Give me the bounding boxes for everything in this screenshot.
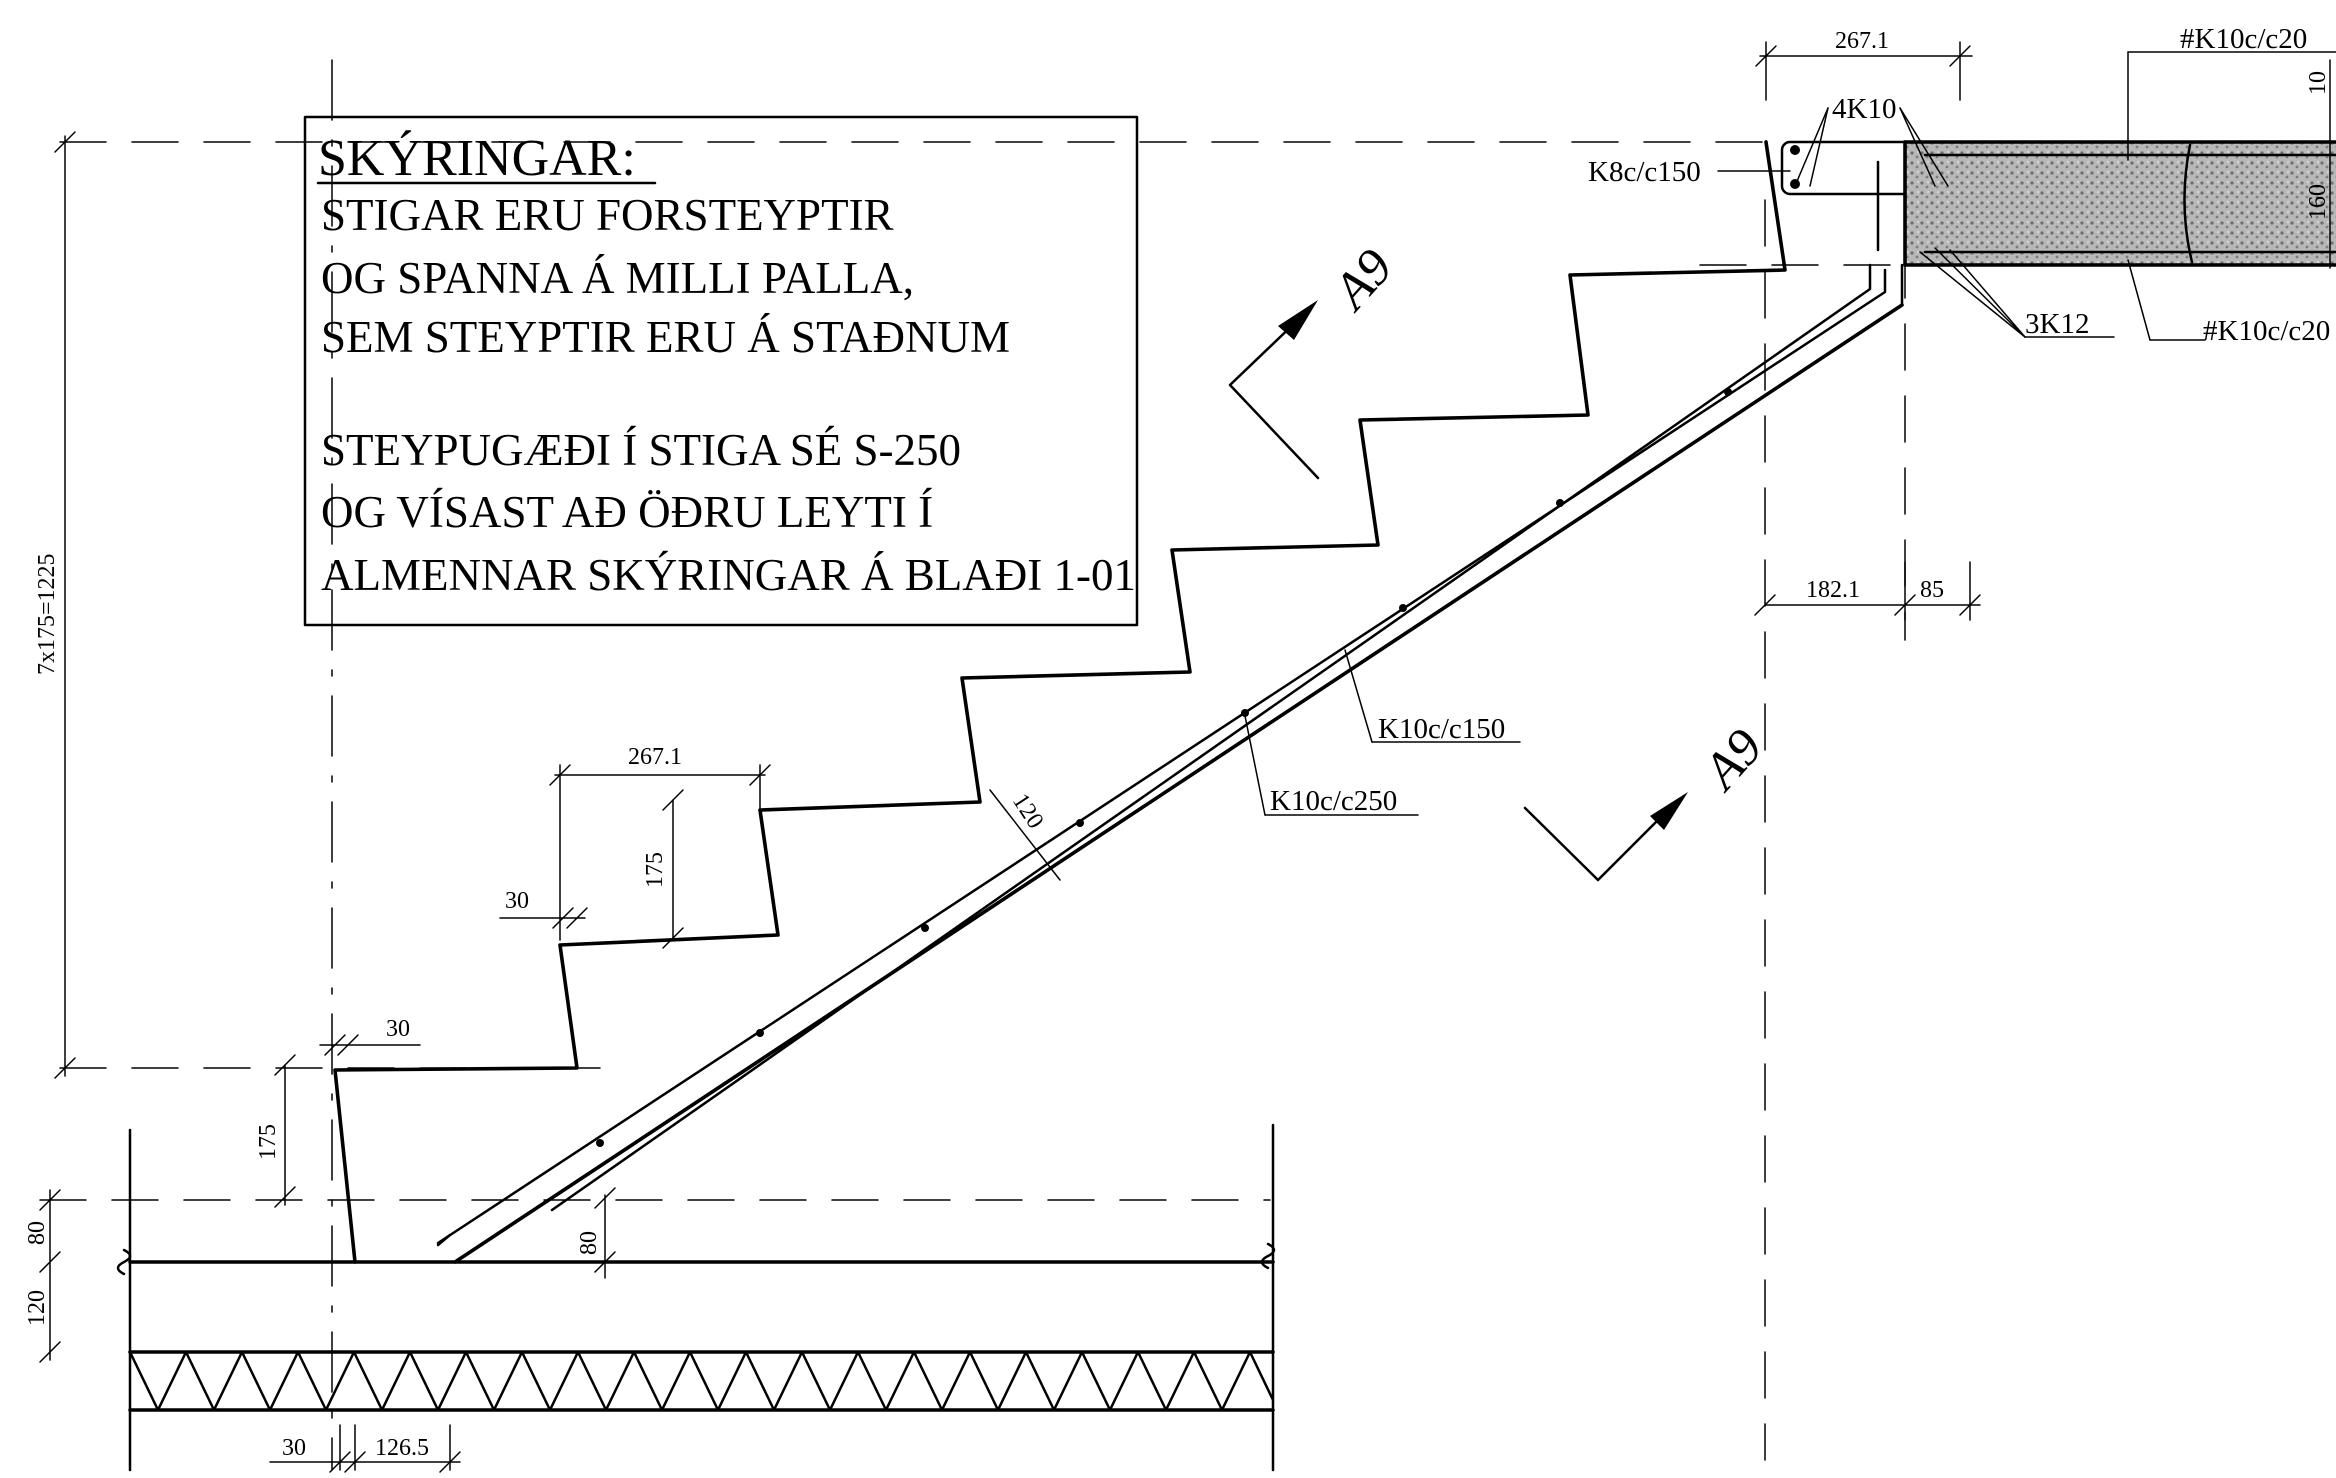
- section-label-upper: A9: [1321, 239, 1404, 322]
- dim-base-30: 30: [282, 1435, 306, 1461]
- notes-title: SKÝRINGAR:: [318, 129, 636, 187]
- dimension-lines: 267.1 10 160 182.1 85 7x175=1225 267.1 1…: [24, 28, 2331, 1473]
- label-k10-c250: K10c/c250: [1270, 785, 1397, 817]
- notes-line-3: SEM STEYPTIR ERU Á STAÐNUM: [321, 312, 1010, 362]
- dim-riser: 175: [642, 852, 668, 888]
- stair-profile: [333, 140, 1904, 1264]
- section-label-lower: A9: [1691, 719, 1774, 802]
- dim-slab-bottom: 120: [24, 1290, 50, 1326]
- dim-anchor: 80: [576, 1231, 602, 1255]
- dim-total-height: 7x175=1225: [34, 553, 60, 675]
- landing-slab: [1903, 140, 2336, 267]
- notes-line-2: OG SPANNA Á MILLI PALLA,: [321, 253, 914, 303]
- label-4k10: 4K10: [1832, 93, 1896, 125]
- label-k10-c150: K10c/c150: [1378, 713, 1505, 745]
- rebar-dot: [1790, 179, 1800, 189]
- section-marker-lower: A9: [1523, 719, 1774, 882]
- label-k8: K8c/c150: [1588, 156, 1701, 188]
- notes-line-5: STEYPUGÆÐI Í STIGA SÉ S-250: [321, 425, 961, 475]
- dim-right-10: 10: [2305, 71, 2331, 95]
- rebar-dot: [1790, 145, 1800, 155]
- label-k10-bottom: #K10c/c20: [2203, 315, 2330, 347]
- notes-line-7: ALMENNAR SKÝRINGAR Á BLAÐI 1-01: [321, 550, 1136, 600]
- dim-slab-top: 80: [24, 1221, 50, 1245]
- dim-top-tread: 267.1: [1835, 28, 1889, 54]
- reinforcement-bars: [436, 140, 1954, 1247]
- dim-base-126: 126.5: [375, 1435, 429, 1461]
- label-3k12: 3K12: [2025, 308, 2089, 340]
- label-k10-top: #K10c/c20: [2180, 23, 2307, 55]
- dim-nosing: 30: [505, 888, 529, 914]
- dim-bottom-riser: 175: [255, 1124, 281, 1160]
- dim-right-160: 160: [2305, 184, 2331, 220]
- section-marker-upper: A9: [1228, 239, 1404, 480]
- dim-mid-85: 85: [1920, 577, 1944, 603]
- notes-box: SKÝRINGAR: STIGAR ERU FORSTEYPTIR OG SPA…: [303, 115, 1139, 627]
- dim-mid-182: 182.1: [1806, 577, 1860, 603]
- dim-bottom-nosing: 30: [386, 1016, 410, 1042]
- notes-line-1: STIGAR ERU FORSTEYPTIR: [321, 190, 894, 240]
- rebar-annotations: K8c/c150 4K10 #K10c/c20 3K12 #K10c/c20 K…: [1244, 23, 2336, 817]
- floor-slab: [116, 1123, 1276, 1472]
- dim-tread: 267.1: [628, 744, 682, 770]
- notes-line-6: OG VÍSAST AÐ ÖÐRU LEYTI Í: [321, 487, 933, 537]
- dim-waist: 120: [1007, 789, 1048, 833]
